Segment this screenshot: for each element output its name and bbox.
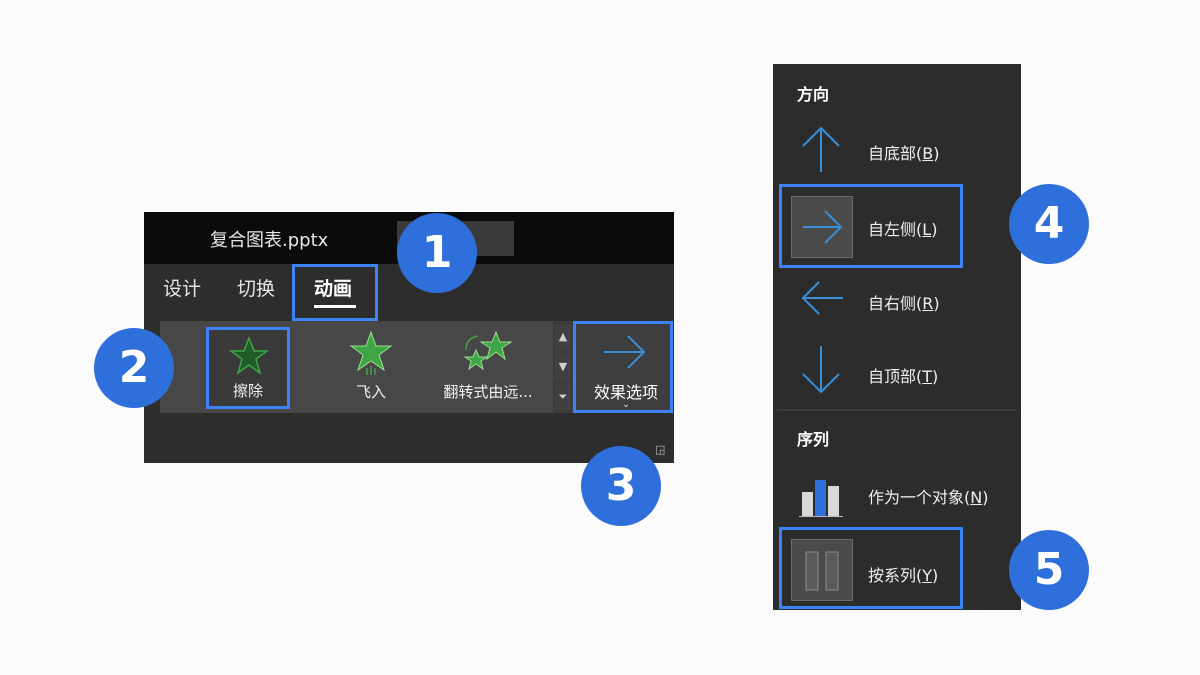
wipe-star-icon bbox=[229, 336, 269, 375]
animation-wipe-label: 擦除 bbox=[232, 382, 263, 400]
window-title: 复合图表.pptx bbox=[210, 230, 329, 251]
menu-item-from-right[interactable]: 自右侧(R) bbox=[773, 268, 1021, 332]
menu-item-from-top-label: 自顶部(T) bbox=[868, 367, 939, 386]
menu-item-from-top[interactable]: 自顶部(T) bbox=[773, 336, 1021, 406]
float-stars-icon bbox=[463, 330, 513, 371]
animation-fly-in[interactable]: 飞入 bbox=[340, 327, 402, 409]
callout-badge-2: 2 bbox=[94, 328, 174, 408]
animation-wipe[interactable]: 擦除 bbox=[206, 327, 290, 409]
menu-item-by-series[interactable]: 按系列(Y) bbox=[779, 527, 963, 609]
arrow-right-icon bbox=[604, 335, 646, 369]
arrow-down-icon bbox=[802, 346, 840, 394]
menu-item-from-left[interactable]: 自左侧(L) bbox=[779, 184, 963, 268]
dialog-launcher-icon[interactable]: ◲ bbox=[655, 443, 666, 456]
menu-item-from-left-label: 自左侧(L) bbox=[868, 220, 938, 239]
arrow-right-icon bbox=[803, 210, 843, 244]
menu-item-by-series-label: 按系列(Y) bbox=[868, 566, 939, 585]
effect-options-button[interactable]: 效果选项 ⌄ bbox=[573, 321, 673, 413]
callout-badge-4: 4 bbox=[1009, 184, 1089, 264]
selected-icon-tile bbox=[791, 539, 853, 601]
menu-item-from-bottom-label: 自底部(B) bbox=[868, 144, 940, 163]
arrow-left-icon bbox=[801, 281, 843, 315]
arrow-up-icon bbox=[802, 126, 840, 172]
animation-flip-label: 翻转式由远... bbox=[443, 383, 533, 401]
fly-in-star-icon bbox=[349, 330, 393, 375]
by-series-icon bbox=[805, 551, 839, 591]
menu-item-from-right-label: 自右侧(R) bbox=[868, 294, 940, 313]
menu-item-from-bottom[interactable]: 自底部(B) bbox=[773, 116, 1021, 186]
tab-animations[interactable]: 动画 bbox=[314, 278, 353, 300]
effect-options-label: 效果选项 bbox=[593, 383, 658, 402]
selected-icon-tile bbox=[791, 196, 853, 258]
section-divider bbox=[777, 409, 1017, 411]
gallery-scroll-down[interactable]: ▼ bbox=[555, 354, 571, 380]
active-tab-underline bbox=[314, 305, 356, 308]
gallery-more[interactable]: ⏷ bbox=[555, 384, 571, 410]
tab-transitions[interactable]: 切换 bbox=[237, 278, 276, 300]
animation-flip-from-far[interactable]: 翻转式由远... bbox=[432, 327, 544, 409]
sequence-header: 序列 bbox=[797, 430, 830, 449]
chart-as-one-icon bbox=[799, 480, 843, 517]
chevron-down-icon: ⌄ bbox=[621, 399, 631, 410]
callout-badge-5: 5 bbox=[1009, 530, 1089, 610]
tab-animations-highlight bbox=[292, 264, 378, 321]
menu-item-as-one-object-label: 作为一个对象(N) bbox=[868, 488, 989, 507]
animation-gallery: 擦除 飞入 翻转式由远... bbox=[160, 321, 553, 413]
direction-header: 方向 bbox=[797, 85, 830, 104]
menu-item-as-one-object[interactable]: 作为一个对象(N) bbox=[773, 462, 1021, 526]
animation-fly-in-label: 飞入 bbox=[355, 383, 386, 401]
effect-options-dropdown: 方向 自底部(B) 自左侧(L) 自右侧(R) 自顶部(T) bbox=[773, 64, 1021, 610]
tab-design[interactable]: 设计 bbox=[163, 278, 202, 300]
gallery-scroll-up[interactable]: ▲ bbox=[555, 324, 571, 350]
callout-badge-1: 1 bbox=[397, 213, 477, 293]
gallery-scroll: ▲ ▼ ⏷ bbox=[553, 321, 573, 413]
callout-badge-3: 3 bbox=[581, 446, 661, 526]
